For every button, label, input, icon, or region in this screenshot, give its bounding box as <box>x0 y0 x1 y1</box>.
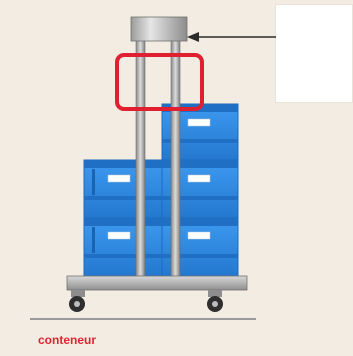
crate <box>84 218 162 276</box>
left-pole <box>136 38 145 282</box>
top-box <box>131 17 187 41</box>
right-pole <box>171 38 180 282</box>
right-wheel <box>207 296 223 312</box>
crate <box>84 160 162 218</box>
caption-text: conteneur <box>38 333 96 347</box>
floor-line <box>30 318 256 320</box>
highlight-frame <box>117 55 202 109</box>
callout-label-box <box>276 5 352 102</box>
pointer-arrow <box>187 32 289 42</box>
cart-base <box>67 276 247 297</box>
left-wheel <box>69 296 85 312</box>
left-crate-stack <box>84 160 162 276</box>
